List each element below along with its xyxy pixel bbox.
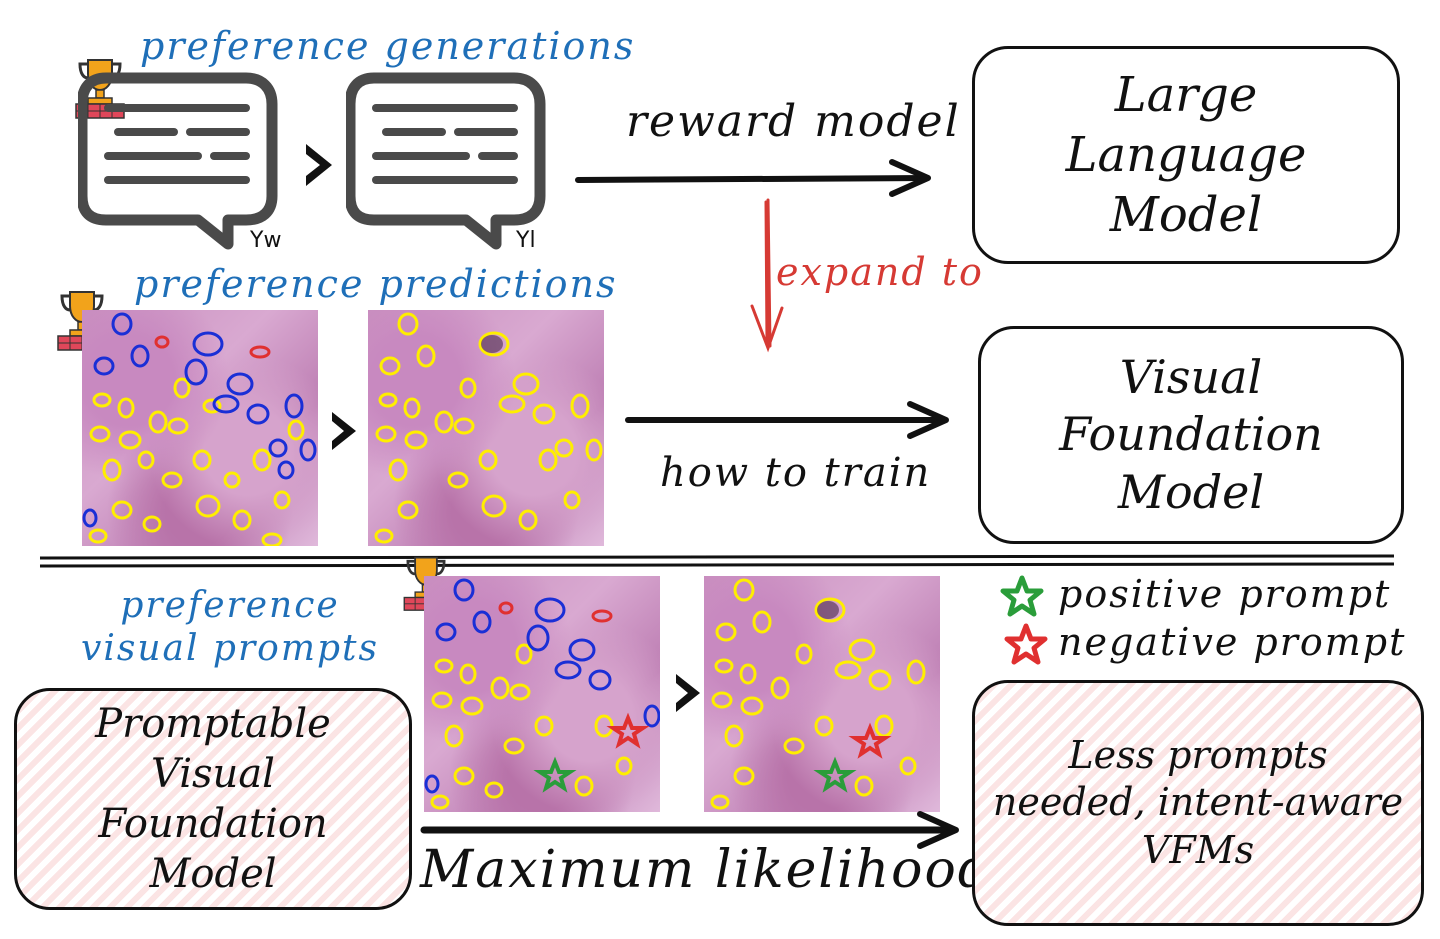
section-divider <box>39 554 1395 568</box>
preference-predictions-heading: preference predictions <box>134 262 618 306</box>
reward-model-label: reward model <box>626 96 961 147</box>
histology-patch-prompted-preferred <box>424 576 660 812</box>
greater-than-icon <box>332 412 356 450</box>
vfm-box-label: Visual Foundation Model <box>1059 349 1323 519</box>
expand-arrow <box>750 198 784 353</box>
greater-than-icon <box>306 144 332 186</box>
maximum-likelihood-label: Maximum likelihood <box>420 840 994 900</box>
greater-than-icon <box>676 674 700 712</box>
preference-visual-prompts-heading: preference visual prompts <box>81 585 379 670</box>
reward-model-arrow <box>575 159 931 197</box>
histology-patch-dispreferred <box>368 310 604 546</box>
vfm-box: Visual Foundation Model <box>978 326 1404 544</box>
maximum-likelihood-arrow <box>420 811 959 849</box>
yl-label: Yl <box>516 228 536 253</box>
histology-patch-preferred <box>82 310 318 546</box>
llm-box-label: Large Language Model <box>1065 67 1307 243</box>
llm-box: Large Language Model <box>972 46 1400 264</box>
expand-to-label: expand to <box>776 250 984 294</box>
promptable-vfm-box-label: Promptable Visual Foundation Model <box>95 701 331 897</box>
result-box-label: Less prompts needed, intent-aware VFMs <box>992 732 1404 872</box>
how-to-train-arrow <box>625 401 949 439</box>
legend-positive-label: positive prompt <box>1058 572 1392 616</box>
histology-patch-prompted-dispreferred <box>704 576 940 812</box>
promptable-vfm-box: Promptable Visual Foundation Model <box>14 688 412 910</box>
yw-label: Yw <box>250 228 282 253</box>
preference-generations-heading: preference generations <box>140 24 636 68</box>
legend-negative-label: negative prompt <box>1058 620 1407 664</box>
speech-bubble-winner-icon <box>78 72 278 250</box>
result-box: Less prompts needed, intent-aware VFMs <box>972 680 1424 926</box>
how-to-train-label: how to train <box>660 450 932 496</box>
positive-star-icon <box>1000 575 1044 617</box>
speech-bubble-loser-icon <box>346 72 546 250</box>
negative-star-icon <box>1004 623 1048 665</box>
